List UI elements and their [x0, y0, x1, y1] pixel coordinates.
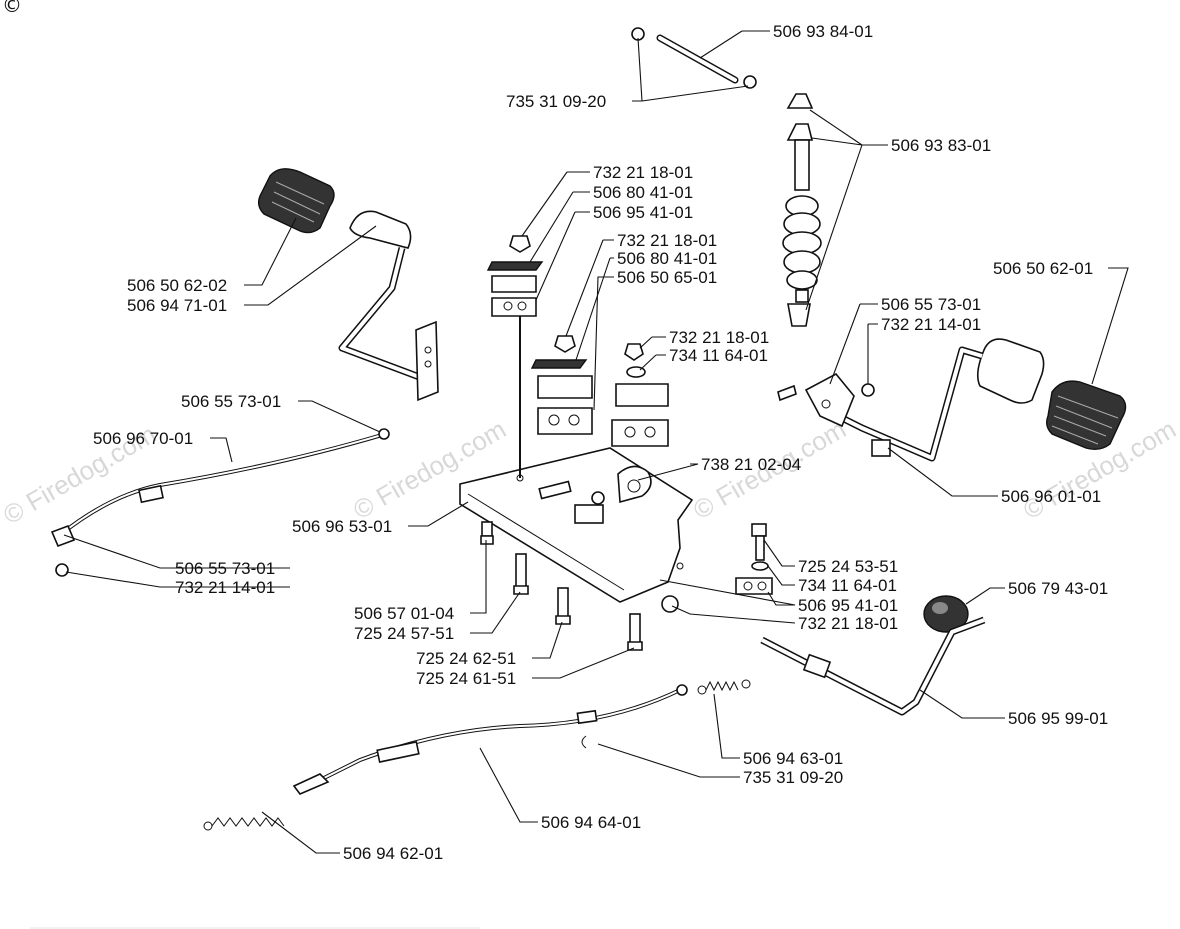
- part-number-label: 506 55 73-01: [181, 392, 281, 411]
- part-number-label: 506 80 41-01: [593, 183, 693, 202]
- part-number-label: 506 50 62-02: [127, 276, 227, 295]
- part-number-label: 506 94 62-01: [343, 844, 443, 863]
- part-number-label: 735 31 09-20: [743, 768, 843, 787]
- right-pedal-arm-part: [777, 338, 1045, 462]
- part-number-label: 506 80 41-01: [617, 249, 717, 268]
- middle-block-stack-part: [530, 335, 593, 435]
- part-number-label: 506 95 41-01: [593, 203, 693, 222]
- shift-lever-part: [760, 595, 986, 716]
- left-block-stack-part: [486, 235, 544, 317]
- part-number-label: 506 96 01-01: [1001, 487, 1101, 506]
- part-number-label: 506 57 01-04: [354, 604, 454, 623]
- right-block-stack-part: [611, 343, 669, 447]
- part-number-label: 732 21 14-01: [175, 578, 275, 597]
- part-number-label: 506 95 99-01: [1008, 709, 1108, 728]
- leader-lines: [63, 30, 1129, 854]
- strut-part: [782, 93, 822, 327]
- part-number-label: 506 94 64-01: [541, 813, 641, 832]
- part-number-label: 725 24 61-51: [416, 669, 516, 688]
- part-number-label: 506 50 65-01: [617, 268, 717, 287]
- right-small-stack-part: [735, 523, 773, 595]
- part-number-label: 738 21 02-04: [701, 455, 801, 474]
- pin-part: [631, 27, 757, 89]
- part-number-label: 506 94 63-01: [743, 749, 843, 768]
- part-number-label: 506 79 43-01: [1008, 579, 1108, 598]
- part-labels: 506 93 84-01 735 31 09-20 506 93 83-01 7…: [93, 22, 1108, 863]
- part-number-label: 725 24 57-51: [354, 624, 454, 643]
- part-number-label: 734 11 64-01: [669, 346, 768, 365]
- left-cable-part: [50, 428, 390, 577]
- spring-part: [203, 679, 751, 831]
- base-plate-part: [459, 447, 694, 603]
- part-number-label: 732 21 18-01: [593, 163, 693, 182]
- part-number-label: 725 24 53-51: [798, 557, 898, 576]
- part-number-label: 506 55 73-01: [175, 559, 275, 578]
- part-number-label: 506 96 53-01: [292, 517, 392, 536]
- part-number-label: 506 94 71-01: [127, 296, 227, 315]
- part-number-label: 732 21 14-01: [881, 315, 981, 334]
- part-number-label: 506 96 70-01: [93, 429, 193, 448]
- part-number-label: 732 21 18-01: [669, 328, 769, 347]
- part-number-label: 734 11 64-01: [798, 576, 897, 595]
- part-number-label: 735 31 09-20: [506, 92, 606, 111]
- part-number-label: 506 50 62-01: [993, 259, 1093, 278]
- left-pedal-pad-part: [257, 168, 335, 234]
- part-number-label: 725 24 62-51: [416, 649, 516, 668]
- part-number-label: 506 93 84-01: [773, 22, 873, 41]
- part-number-label: 732 21 18-01: [798, 614, 898, 633]
- part-number-label: 506 95 41-01: [798, 596, 898, 615]
- part-number-label: 732 21 18-01: [617, 231, 717, 250]
- part-number-label: 506 55 73-01: [881, 295, 981, 314]
- bolts-part: [480, 521, 679, 651]
- part-number-label: 506 93 83-01: [891, 136, 991, 155]
- bottom-cable-part: [292, 684, 688, 795]
- left-pedal-arm-part: [338, 210, 439, 402]
- copyright-symbol: ©: [2, 0, 22, 17]
- right-pedal-pad-part: [1045, 380, 1127, 451]
